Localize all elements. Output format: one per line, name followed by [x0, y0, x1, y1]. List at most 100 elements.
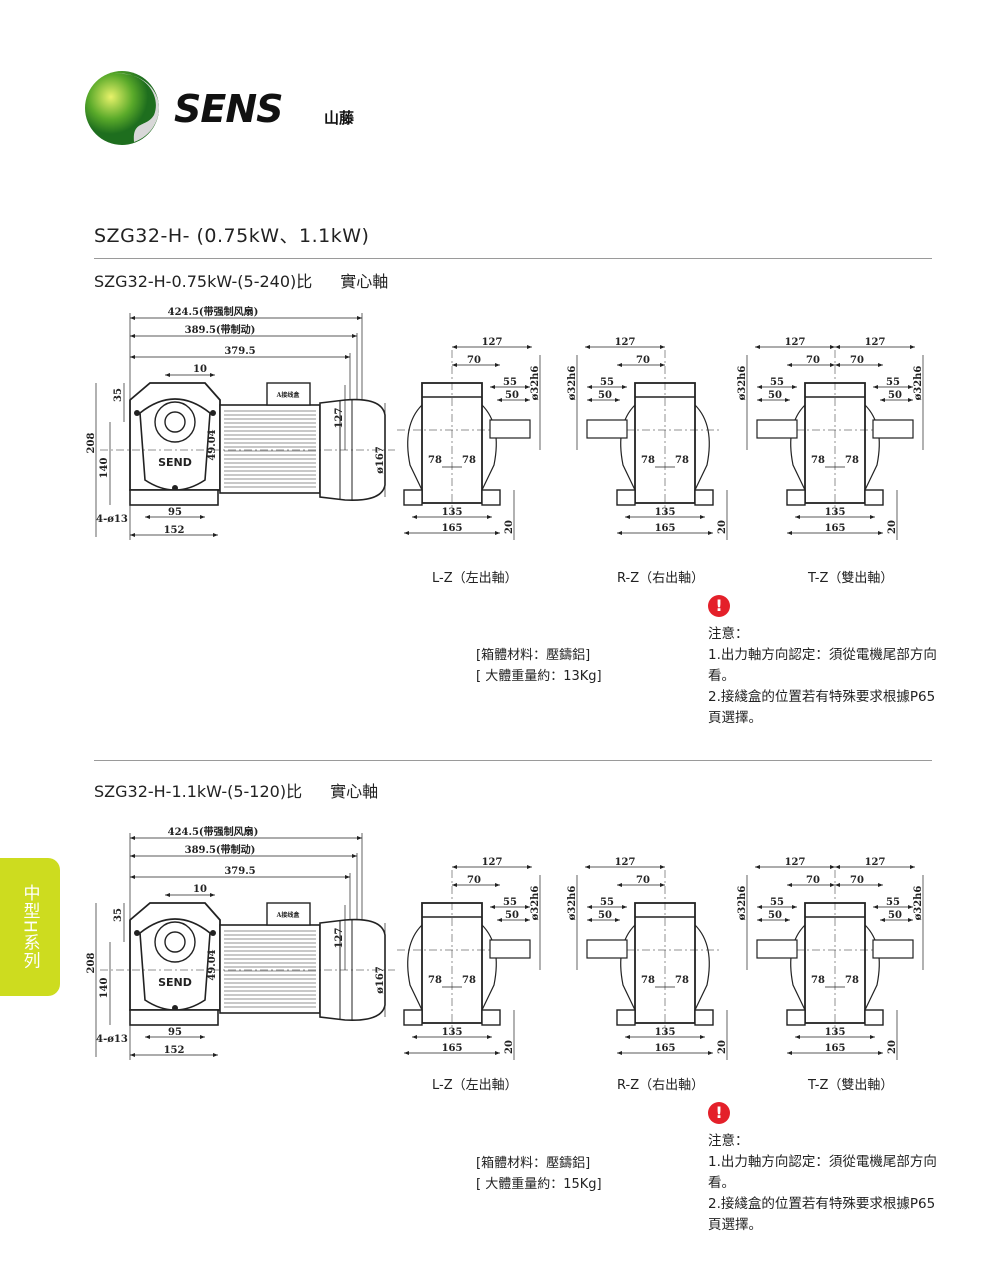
dimension-label: 165 — [442, 523, 463, 534]
drawing-part — [790, 924, 806, 1011]
dimension-label: 165 — [825, 1043, 846, 1054]
dimension-arrow — [617, 883, 665, 887]
housing-logo: SEND — [158, 456, 192, 469]
dimension-arrow — [835, 363, 883, 367]
drawing-part — [219, 924, 321, 1014]
dimension-label: ø32h6 — [530, 886, 541, 921]
dimension-drawing: 424.5(带强制风扇)389.5(带制动)379.510SENDA接线盒208… — [86, 825, 924, 1060]
dimension-label: 20 — [717, 520, 728, 534]
dimension-label: 50 — [768, 910, 782, 921]
warning-icon: ! — [708, 595, 730, 617]
dimension-label: 208 — [86, 433, 97, 454]
dimension-arrow — [873, 905, 913, 909]
dimension-label: 78 — [811, 975, 825, 986]
dimension-arrow — [587, 905, 627, 909]
drawing-part — [481, 1009, 501, 1026]
drawing-part — [586, 419, 628, 439]
dimension-label: 127 — [482, 337, 503, 348]
view-caption-lz: L-Z（左出軸） — [432, 571, 518, 586]
brand-name: SENS — [174, 87, 283, 131]
dimension-label: 35 — [113, 908, 124, 922]
drawing-part — [620, 924, 636, 1011]
drawing-part — [219, 404, 321, 494]
dimension-label: 55 — [770, 897, 784, 908]
dimension-label: 20 — [504, 520, 515, 534]
dimension-label: 70 — [636, 355, 650, 366]
drawing-part — [616, 1009, 636, 1026]
note-item: 2.接綫盒的位置若有特殊要求根據P65頁選擇。 — [708, 689, 936, 726]
dimension-label: 35 — [113, 388, 124, 402]
dimension-label: ø32h6 — [737, 886, 748, 921]
notes: 注意： 1.出力軸方向認定：須從電機尾部方向看。 2.接綫盒的位置若有特殊要求根… — [708, 624, 938, 729]
dimension-label: 55 — [770, 377, 784, 388]
drawing-part — [756, 939, 798, 959]
spec-block: [箱體材料：壓鑄鋁] [ 大體重量約：13Kg] — [476, 645, 602, 687]
side-tab-series[interactable]: 中型H系列 — [0, 858, 60, 996]
dimension-label: ø167 — [375, 966, 386, 994]
drawing-part — [694, 489, 714, 506]
dimension-label: 127 — [785, 337, 806, 348]
drawing-part — [481, 489, 501, 506]
material: [箱體材料：壓鑄鋁] — [476, 1156, 591, 1171]
dimension-label: 127 — [482, 857, 503, 868]
section-subtitle: SZG32-H-0.75kW-(5-240)比實心軸 — [94, 268, 416, 292]
dimension-label: 49.04 — [207, 429, 218, 460]
drawing-part — [864, 1009, 884, 1026]
dimension-label: 49.04 — [207, 949, 218, 980]
dimension-label: 95 — [168, 1027, 182, 1038]
notes-title: 注意： — [708, 626, 749, 642]
drawing-part — [266, 902, 311, 926]
dimension-arrow — [165, 373, 215, 377]
dimension-label: 78 — [428, 975, 442, 986]
divider — [94, 258, 932, 259]
drawing-part — [872, 419, 914, 439]
drawing-part — [407, 404, 423, 491]
spec-block: [箱體材料：壓鑄鋁] [ 大體重量約：15Kg] — [476, 1153, 602, 1195]
dimension-label: 78 — [462, 455, 476, 466]
model-label: SZG32-H-0.75kW-(5-240)比 — [94, 272, 313, 291]
drawing-part — [864, 924, 880, 1011]
dimension-label: 50 — [505, 910, 519, 921]
dimension-label: 78 — [675, 455, 689, 466]
dimension-label: 10 — [193, 364, 207, 375]
dimension-arrow — [787, 363, 835, 367]
weight: [ 大體重量約：15Kg] — [476, 1177, 602, 1192]
dimension-label: 165 — [442, 1043, 463, 1054]
drawing-part — [586, 939, 628, 959]
dimension-label: 389.5(带制动) — [185, 323, 256, 336]
material: [箱體材料：壓鑄鋁] — [476, 648, 591, 663]
bolt — [134, 930, 140, 936]
drawing-part — [694, 1009, 714, 1026]
dimension-arrow — [787, 883, 835, 887]
dimension-label: 165 — [655, 523, 676, 534]
model-label: SZG32-H-1.1kW-(5-120)比 — [94, 782, 303, 801]
dimension-label: 70 — [850, 875, 864, 886]
drawing-part — [489, 419, 531, 439]
dimension-label: 379.5 — [224, 866, 255, 877]
drawing-part — [790, 404, 806, 491]
drawing-part — [403, 489, 423, 506]
dimension-label: 55 — [886, 897, 900, 908]
drawing-part — [694, 924, 710, 1011]
dimension-arrow — [452, 883, 500, 887]
dimension-label: 135 — [442, 507, 463, 518]
dimension-label: 78 — [675, 975, 689, 986]
dimension-arrow — [165, 893, 215, 897]
dimension-label: ø167 — [375, 446, 386, 474]
dimension-label: ø32h6 — [913, 366, 924, 401]
drawing-part — [129, 1009, 219, 1026]
view-caption-tz: T-Z（雙出軸） — [808, 571, 894, 586]
dimension-label: 55 — [503, 897, 517, 908]
drawing-part — [872, 939, 914, 959]
dimension-label: 20 — [717, 1040, 728, 1054]
dimension-label: 4-ø13 — [96, 514, 128, 525]
dimension-label: 50 — [598, 390, 612, 401]
dimension-label: 379.5 — [224, 346, 255, 357]
drawing-part — [407, 924, 423, 1011]
drawing-part — [481, 924, 497, 1011]
dimension-label: 70 — [636, 875, 650, 886]
drawing-part — [616, 489, 636, 506]
bolt — [210, 930, 216, 936]
drawing-part — [129, 489, 219, 506]
